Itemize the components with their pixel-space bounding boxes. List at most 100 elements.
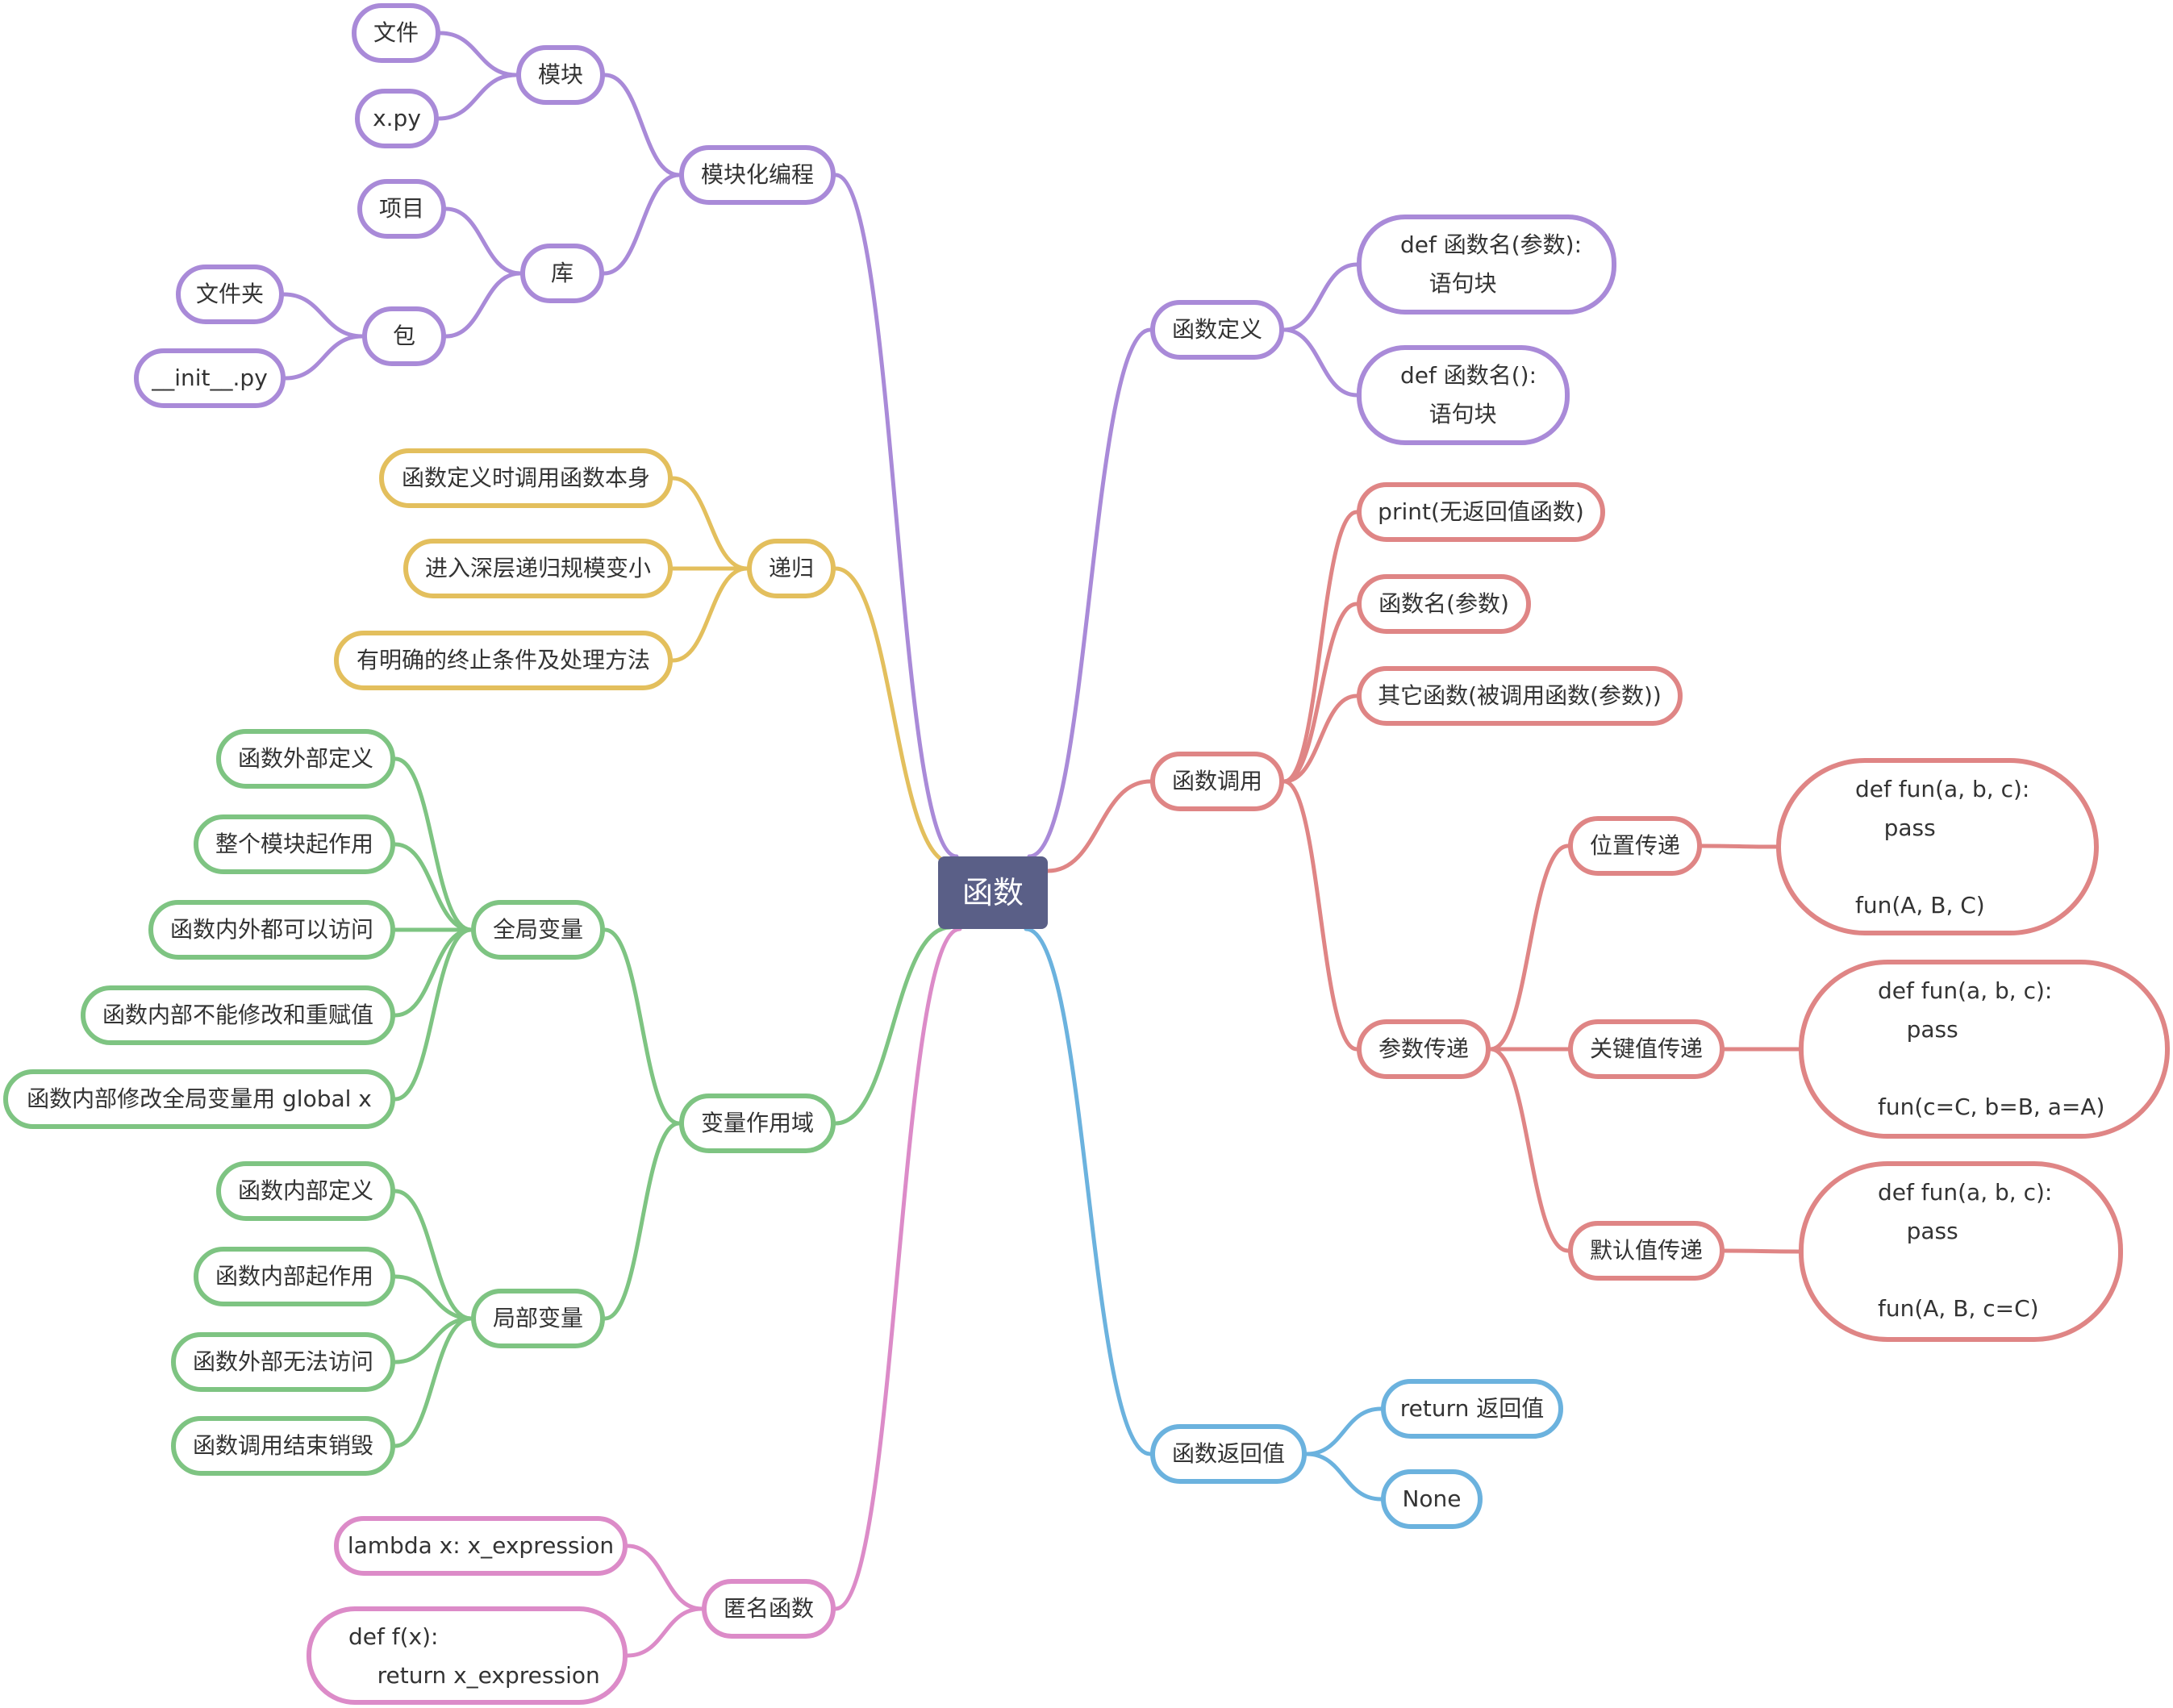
branch-function-call[interactable]: 函数调用 <box>1150 752 1284 811</box>
connector-glob-glob_2 <box>393 842 473 932</box>
connector-glob-glob_5 <box>393 927 473 1102</box>
connector-mod_lib-mod_pkg <box>444 271 523 339</box>
connector-ret-ret_2 <box>1304 1452 1383 1502</box>
branch-return-value[interactable]: 函数返回值 <box>1150 1424 1307 1484</box>
code-line-blank <box>1878 1251 2118 1289</box>
node-positional-code[interactable]: def fun(a, b, c): pass fun(A, B, C) <box>1776 758 2099 935</box>
connector-loc-loc_3 <box>393 1316 473 1364</box>
node-local-destroyed[interactable]: 函数调用结束销毁 <box>171 1416 395 1476</box>
connector-mod_pkg-mod_folder <box>282 292 365 339</box>
code-line: def f(x): <box>348 1623 439 1650</box>
connector-lam-lam_2 <box>625 1606 704 1658</box>
code-line: def fun(a, b, c): <box>1878 977 2053 1004</box>
node-default-code[interactable]: def fun(a, b, c): pass fun(A, B, c=C) <box>1799 1161 2123 1342</box>
code-line-blank <box>1855 848 2094 886</box>
node-init-py[interactable]: __init__.py <box>134 348 286 408</box>
node-return-statement[interactable]: return 返回值 <box>1381 1379 1563 1439</box>
node-positional-passing[interactable]: 位置传递 <box>1568 816 1702 876</box>
connector-def-def_1 <box>1282 262 1359 332</box>
connector-par-par_pos <box>1488 844 1570 1052</box>
node-x-py[interactable]: x.py <box>355 89 439 148</box>
branch-anonymous-function[interactable]: 匿名函数 <box>702 1579 836 1639</box>
node-return-none[interactable]: None <box>1381 1469 1483 1529</box>
root-node[interactable]: 函数 <box>938 856 1048 929</box>
connector-call-call_2 <box>1282 602 1359 784</box>
node-global-variable[interactable]: 全局变量 <box>471 900 605 960</box>
code-line: pass <box>1878 1218 1958 1244</box>
node-recursion-shrink[interactable]: 进入深层递归规模变小 <box>403 539 673 598</box>
connector-scope-glob <box>603 927 682 1126</box>
node-call-direct[interactable]: 函数名(参数) <box>1357 574 1531 634</box>
code-line: 语句块 <box>1400 270 1497 297</box>
node-parameter-passing[interactable]: 参数传递 <box>1357 1019 1491 1079</box>
node-call-print[interactable]: print(无返回值函数) <box>1357 482 1605 542</box>
node-recursion-termination[interactable]: 有明确的终止条件及处理方法 <box>334 631 673 690</box>
connector-mod_module-mod_file <box>438 31 519 77</box>
node-file[interactable]: 文件 <box>352 3 440 63</box>
connector-def-def_2 <box>1282 327 1359 398</box>
connector-glob-glob_1 <box>393 756 473 932</box>
node-local-inside-scope[interactable]: 函数内部起作用 <box>194 1247 395 1306</box>
code-line: return x_expression <box>348 1662 600 1689</box>
code-line: pass <box>1878 1016 1958 1043</box>
branch-recursion[interactable]: 递归 <box>747 539 836 598</box>
connector-rec-rec_1 <box>670 476 749 571</box>
connector-par_pos-par_pos_c <box>1700 844 1779 849</box>
connector-root-rec <box>833 566 954 865</box>
node-folder[interactable]: 文件夹 <box>176 265 284 324</box>
node-recursion-self-call[interactable]: 函数定义时调用函数本身 <box>379 448 673 508</box>
node-global-no-reassign[interactable]: 函数内部不能修改和重赋值 <box>81 985 395 1045</box>
node-default-passing[interactable]: 默认值传递 <box>1568 1221 1725 1281</box>
connector-mod-mod_lib <box>602 173 682 276</box>
node-keyword-passing[interactable]: 关键值传递 <box>1568 1019 1725 1079</box>
branch-modular-programming[interactable]: 模块化编程 <box>679 145 836 205</box>
connector-scope-loc <box>603 1121 682 1321</box>
code-line: fun(A, B, C) <box>1855 892 1985 919</box>
node-global-defined-outside[interactable]: 函数外部定义 <box>216 729 395 789</box>
code-line: fun(A, B, c=C) <box>1878 1295 2039 1322</box>
node-module[interactable]: 模块 <box>516 45 605 105</box>
node-def-with-params[interactable]: def 函数名(参数): 语句块 <box>1357 215 1616 315</box>
code-line: def 函数名(参数): <box>1400 231 1583 258</box>
connector-loc-loc_1 <box>393 1189 473 1321</box>
connector-root-ret <box>1024 927 1153 1456</box>
connector-mod-mod_module <box>603 73 682 177</box>
code-line: pass <box>1855 814 1936 841</box>
connector-mod_pkg-mod_init <box>283 334 365 381</box>
connector-par_def-par_def_c <box>1722 1248 1801 1254</box>
connector-root-call <box>1045 779 1153 873</box>
node-local-defined-inside[interactable]: 函数内部定义 <box>216 1161 395 1221</box>
connector-mod_lib-mod_project <box>444 206 523 276</box>
connector-root-def <box>1027 327 1153 859</box>
node-project[interactable]: 项目 <box>357 179 446 239</box>
branch-variable-scope[interactable]: 变量作用域 <box>679 1094 836 1153</box>
code-line: fun(c=C, b=B, a=A) <box>1878 1094 2105 1120</box>
connector-root-mod <box>833 173 959 859</box>
connector-ret-ret_1 <box>1304 1406 1383 1456</box>
node-local-not-accessible[interactable]: 函数外部无法访问 <box>171 1332 395 1392</box>
node-global-accessible[interactable]: 函数内外都可以访问 <box>148 900 395 960</box>
node-keyword-code[interactable]: def fun(a, b, c): pass fun(c=C, b=B, a=A… <box>1799 960 2170 1139</box>
node-library[interactable]: 库 <box>520 244 604 303</box>
connector-loc-loc_2 <box>393 1274 473 1321</box>
node-local-variable[interactable]: 局部变量 <box>471 1289 605 1348</box>
connector-call-call_3 <box>1282 694 1359 784</box>
node-call-nested[interactable]: 其它函数(被调用函数(参数)) <box>1357 666 1683 726</box>
code-line: def fun(a, b, c): <box>1855 776 2030 802</box>
connector-par-par_def <box>1488 1047 1570 1253</box>
node-def-no-params[interactable]: def 函数名(): 语句块 <box>1357 345 1570 445</box>
node-global-module-scope[interactable]: 整个模块起作用 <box>194 814 395 874</box>
code-line: def 函数名(): <box>1400 362 1537 389</box>
node-global-keyword[interactable]: 函数内部修改全局变量用 global x <box>3 1069 395 1129</box>
connector-lam-lam_1 <box>625 1543 704 1611</box>
connector-root-lam <box>833 927 962 1611</box>
branch-function-definition[interactable]: 函数定义 <box>1150 300 1284 360</box>
node-lambda-expression[interactable]: lambda x: x_expression <box>334 1516 628 1576</box>
code-line: def fun(a, b, c): <box>1878 1179 2053 1206</box>
connector-mod_module-mod_xpy <box>436 73 519 121</box>
node-package[interactable]: 包 <box>362 306 446 366</box>
code-line-blank <box>1878 1049 2165 1088</box>
node-lambda-def-equivalent[interactable]: def f(x): return x_expression <box>307 1606 628 1705</box>
connector-call-call_1 <box>1282 510 1359 784</box>
